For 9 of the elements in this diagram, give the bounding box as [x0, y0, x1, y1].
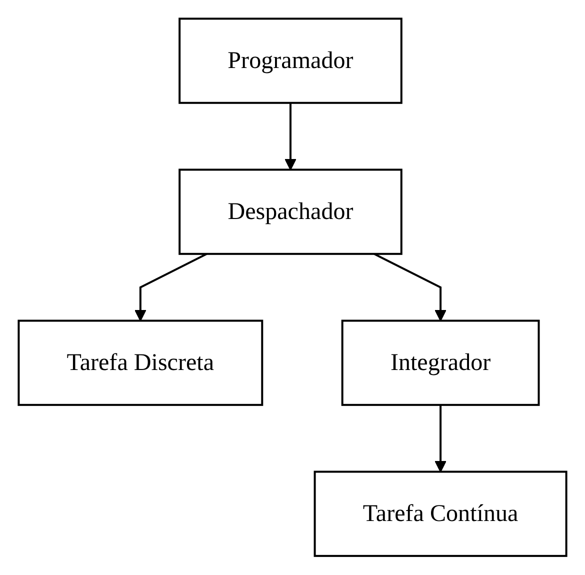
node-box: Integrador	[341, 320, 540, 406]
node-box: Tarefa Contínua	[314, 470, 568, 558]
arrow	[374, 253, 446, 322]
node-box: Despachador	[178, 168, 402, 256]
node-box: Tarefa Discreta	[18, 320, 264, 406]
arrow	[134, 253, 208, 322]
arrow	[284, 103, 296, 170]
node-box: Programador	[178, 18, 402, 104]
arrow	[434, 405, 446, 472]
